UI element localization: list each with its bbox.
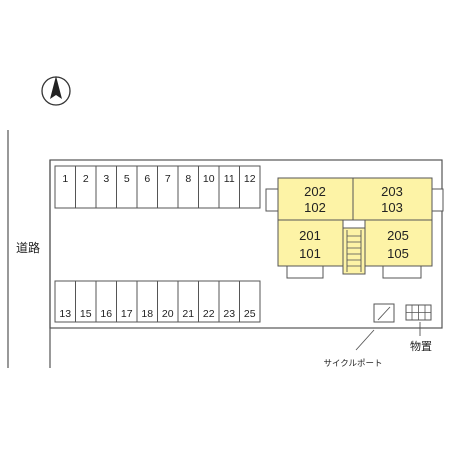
parking-space-number: 7 [165, 173, 171, 185]
parking-space-number: 11 [224, 173, 235, 185]
unit-number: 202 [304, 184, 326, 199]
parking-space-number: 25 [244, 308, 256, 320]
parking-space-number: 12 [244, 173, 256, 185]
unit-number: 203 [381, 184, 403, 199]
parking-space-number: 17 [121, 308, 133, 320]
parking-space-number: 8 [185, 173, 191, 185]
unit-block-bottom-right [364, 219, 433, 267]
unit-number: 201 [299, 228, 321, 243]
parking-space-number: 22 [203, 308, 215, 320]
parking-space-number: 18 [141, 308, 153, 320]
parking-space-number: 15 [80, 308, 92, 320]
north-arrow-icon [41, 76, 71, 106]
unit-number: 103 [381, 200, 403, 215]
parking-space-number: 6 [144, 173, 150, 185]
parking-space-number: 21 [182, 308, 194, 320]
unit-number: 105 [387, 246, 409, 261]
apartment-building: 202 102 203 103 201 101 205 105 [265, 177, 444, 279]
parking-space [239, 280, 261, 323]
parking-space-number: 1 [62, 173, 68, 185]
storage-shed-icon [405, 304, 432, 336]
unit-number: 205 [387, 228, 409, 243]
parking-space-number: 5 [124, 173, 130, 185]
parking-space [239, 165, 261, 209]
parking-space-number: 16 [100, 308, 112, 320]
storage-label: 物置 [410, 339, 432, 353]
bicycle-port-icon [355, 303, 395, 351]
unit-number: 102 [304, 200, 326, 215]
parking-space-number: 2 [83, 173, 89, 185]
parking-row-bottom: 13 15 16 17 18 20 21 22 23 25 [54, 280, 261, 323]
parking-space-number: 10 [203, 173, 215, 185]
parking-space-number: 20 [162, 308, 174, 320]
unit-block-top-right [352, 177, 433, 221]
parking-space-number: 23 [223, 308, 235, 320]
site-boundary [49, 159, 443, 329]
staircase-icon [342, 227, 366, 275]
parking-space-number: 13 [59, 308, 71, 320]
parking-space-number: 3 [103, 173, 109, 185]
unit-number: 101 [299, 246, 321, 261]
cycle-port-label: サイクルポート [323, 358, 382, 368]
road-label: 道路 [16, 240, 40, 255]
